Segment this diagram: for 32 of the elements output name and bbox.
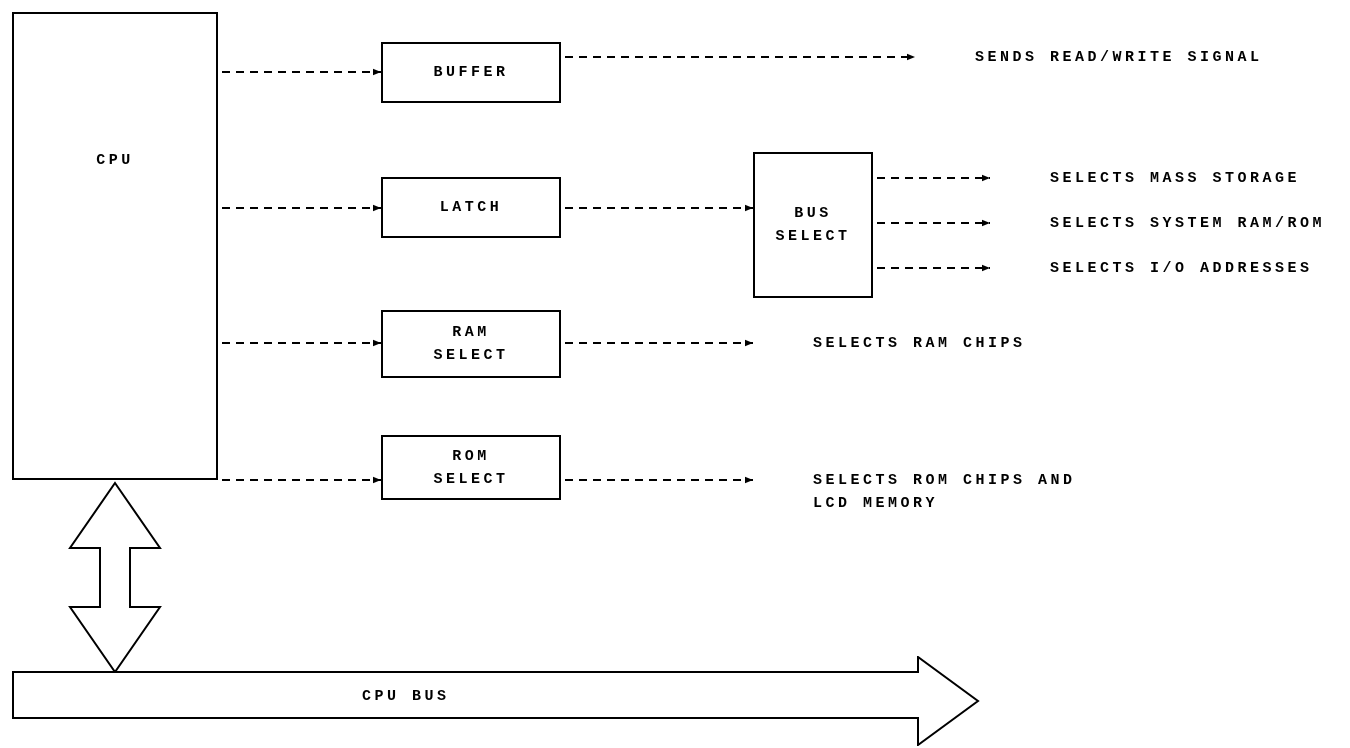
process-box [753, 152, 873, 298]
dashed-arrow [221, 339, 382, 347]
dashed-arrow [876, 264, 991, 272]
process-box [381, 42, 561, 103]
dashed-arrow [876, 219, 991, 227]
label-text: SELECTS MASS STORAGE [1050, 168, 1301, 189]
process-box [381, 310, 561, 378]
process-box [381, 435, 561, 500]
dashed-arrow [221, 68, 382, 76]
dashed-arrow [221, 476, 382, 484]
dashed-arrow [564, 476, 754, 484]
label-text: LATCH [439, 198, 503, 218]
label-text: BUFFER [433, 63, 509, 83]
double-block-arrow [68, 481, 162, 674]
bus-arrow [12, 656, 980, 746]
label-text: CPU [96, 151, 134, 171]
label-text: SELECTS ROM CHIPS AND LCD MEMORY [813, 471, 1077, 514]
label-text: SELECTS SYSTEM RAM/ROM [1050, 213, 1326, 234]
dashed-arrow [876, 174, 991, 182]
label-text: ROM SELECT [432, 446, 510, 490]
process-box [381, 177, 561, 238]
label-text: SENDS READ/WRITE SIGNAL [975, 47, 1263, 68]
label-text: CPU BUS [362, 686, 450, 707]
label-text: BUS SELECT [774, 204, 852, 247]
dashed-arrow [221, 204, 382, 212]
label-text: RAM SELECT [432, 323, 510, 366]
process-box [12, 12, 218, 480]
label-text: SELECTS I/O ADDRESSES [1050, 258, 1313, 279]
dashed-arrow [564, 339, 754, 347]
dashed-arrow [564, 204, 754, 212]
label-text: SELECTS RAM CHIPS [813, 333, 1026, 354]
dashed-arrow [564, 53, 916, 61]
